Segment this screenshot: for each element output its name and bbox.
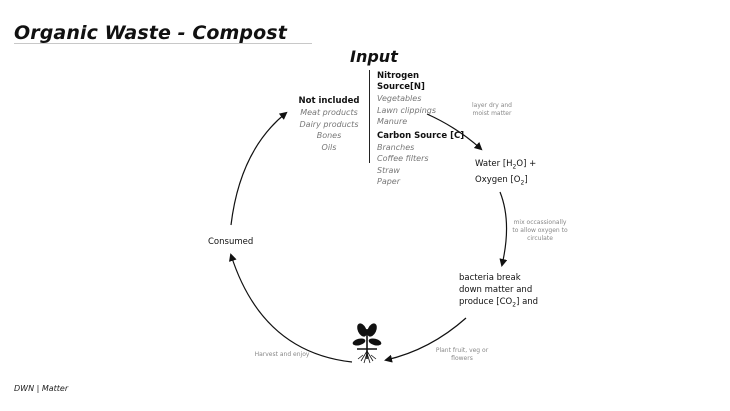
input-list: Nitrogen Source[N] Vegetables Lawn clipp…	[377, 71, 464, 188]
not-included-item: Meat products	[300, 108, 358, 117]
carbon-item: Branches	[377, 142, 415, 152]
not-included-item: Oils	[321, 142, 337, 152]
not-included-item: Bones	[316, 131, 342, 140]
arrow-plant-to-consumed	[229, 253, 353, 363]
input-divider	[369, 70, 370, 163]
oxygen-line: Oxygen [O2]	[475, 174, 528, 187]
nitrogen-item: Vegetables	[377, 94, 422, 103]
carbon-label: Carbon Source [C]	[377, 130, 465, 141]
page-title: Organic Waste - Compost	[14, 22, 287, 44]
water-oxygen-stage: Water [H2O] + Oxygen [O2]	[475, 158, 536, 189]
not-included-item: Dairy products	[299, 119, 359, 129]
not-included-label: Not included	[298, 96, 360, 106]
harvest-note: Harvest and enjoy	[254, 351, 310, 358]
nitrogen-label-line1: Nitrogen	[377, 71, 420, 81]
arrow-consumed-to-top	[230, 111, 288, 226]
footer-label: DWN | Matter	[14, 384, 69, 393]
arrow-water-to-bacteria	[499, 191, 508, 267]
nitrogen-item: Manure	[377, 117, 408, 126]
arrow-bacteria-to-plant	[384, 317, 467, 363]
sprout-icon	[352, 323, 382, 364]
carbon-item: Paper	[377, 177, 401, 186]
consumed-stage: Consumed	[208, 237, 254, 247]
not-included-list: Not included Meat products Dairy product…	[296, 96, 362, 153]
bacteria-stage: bacteria break down matter and produce […	[459, 272, 538, 312]
water-line: Water [H2O] +	[475, 159, 537, 171]
bacteria-line: down matter and	[459, 285, 533, 295]
input-heading: Input	[350, 47, 398, 66]
title-divider	[14, 43, 312, 44]
arrow-input-to-water	[426, 113, 483, 151]
nitrogen-label-line2: Source[N]	[377, 82, 425, 92]
nitrogen-item: Lawn clippings	[377, 105, 437, 115]
bacteria-line: bacteria break	[459, 273, 521, 283]
bacteria-line: produce [CO2] and	[459, 297, 539, 309]
carbon-item: Coffee filters	[377, 154, 429, 163]
carbon-item: Straw	[377, 165, 400, 175]
